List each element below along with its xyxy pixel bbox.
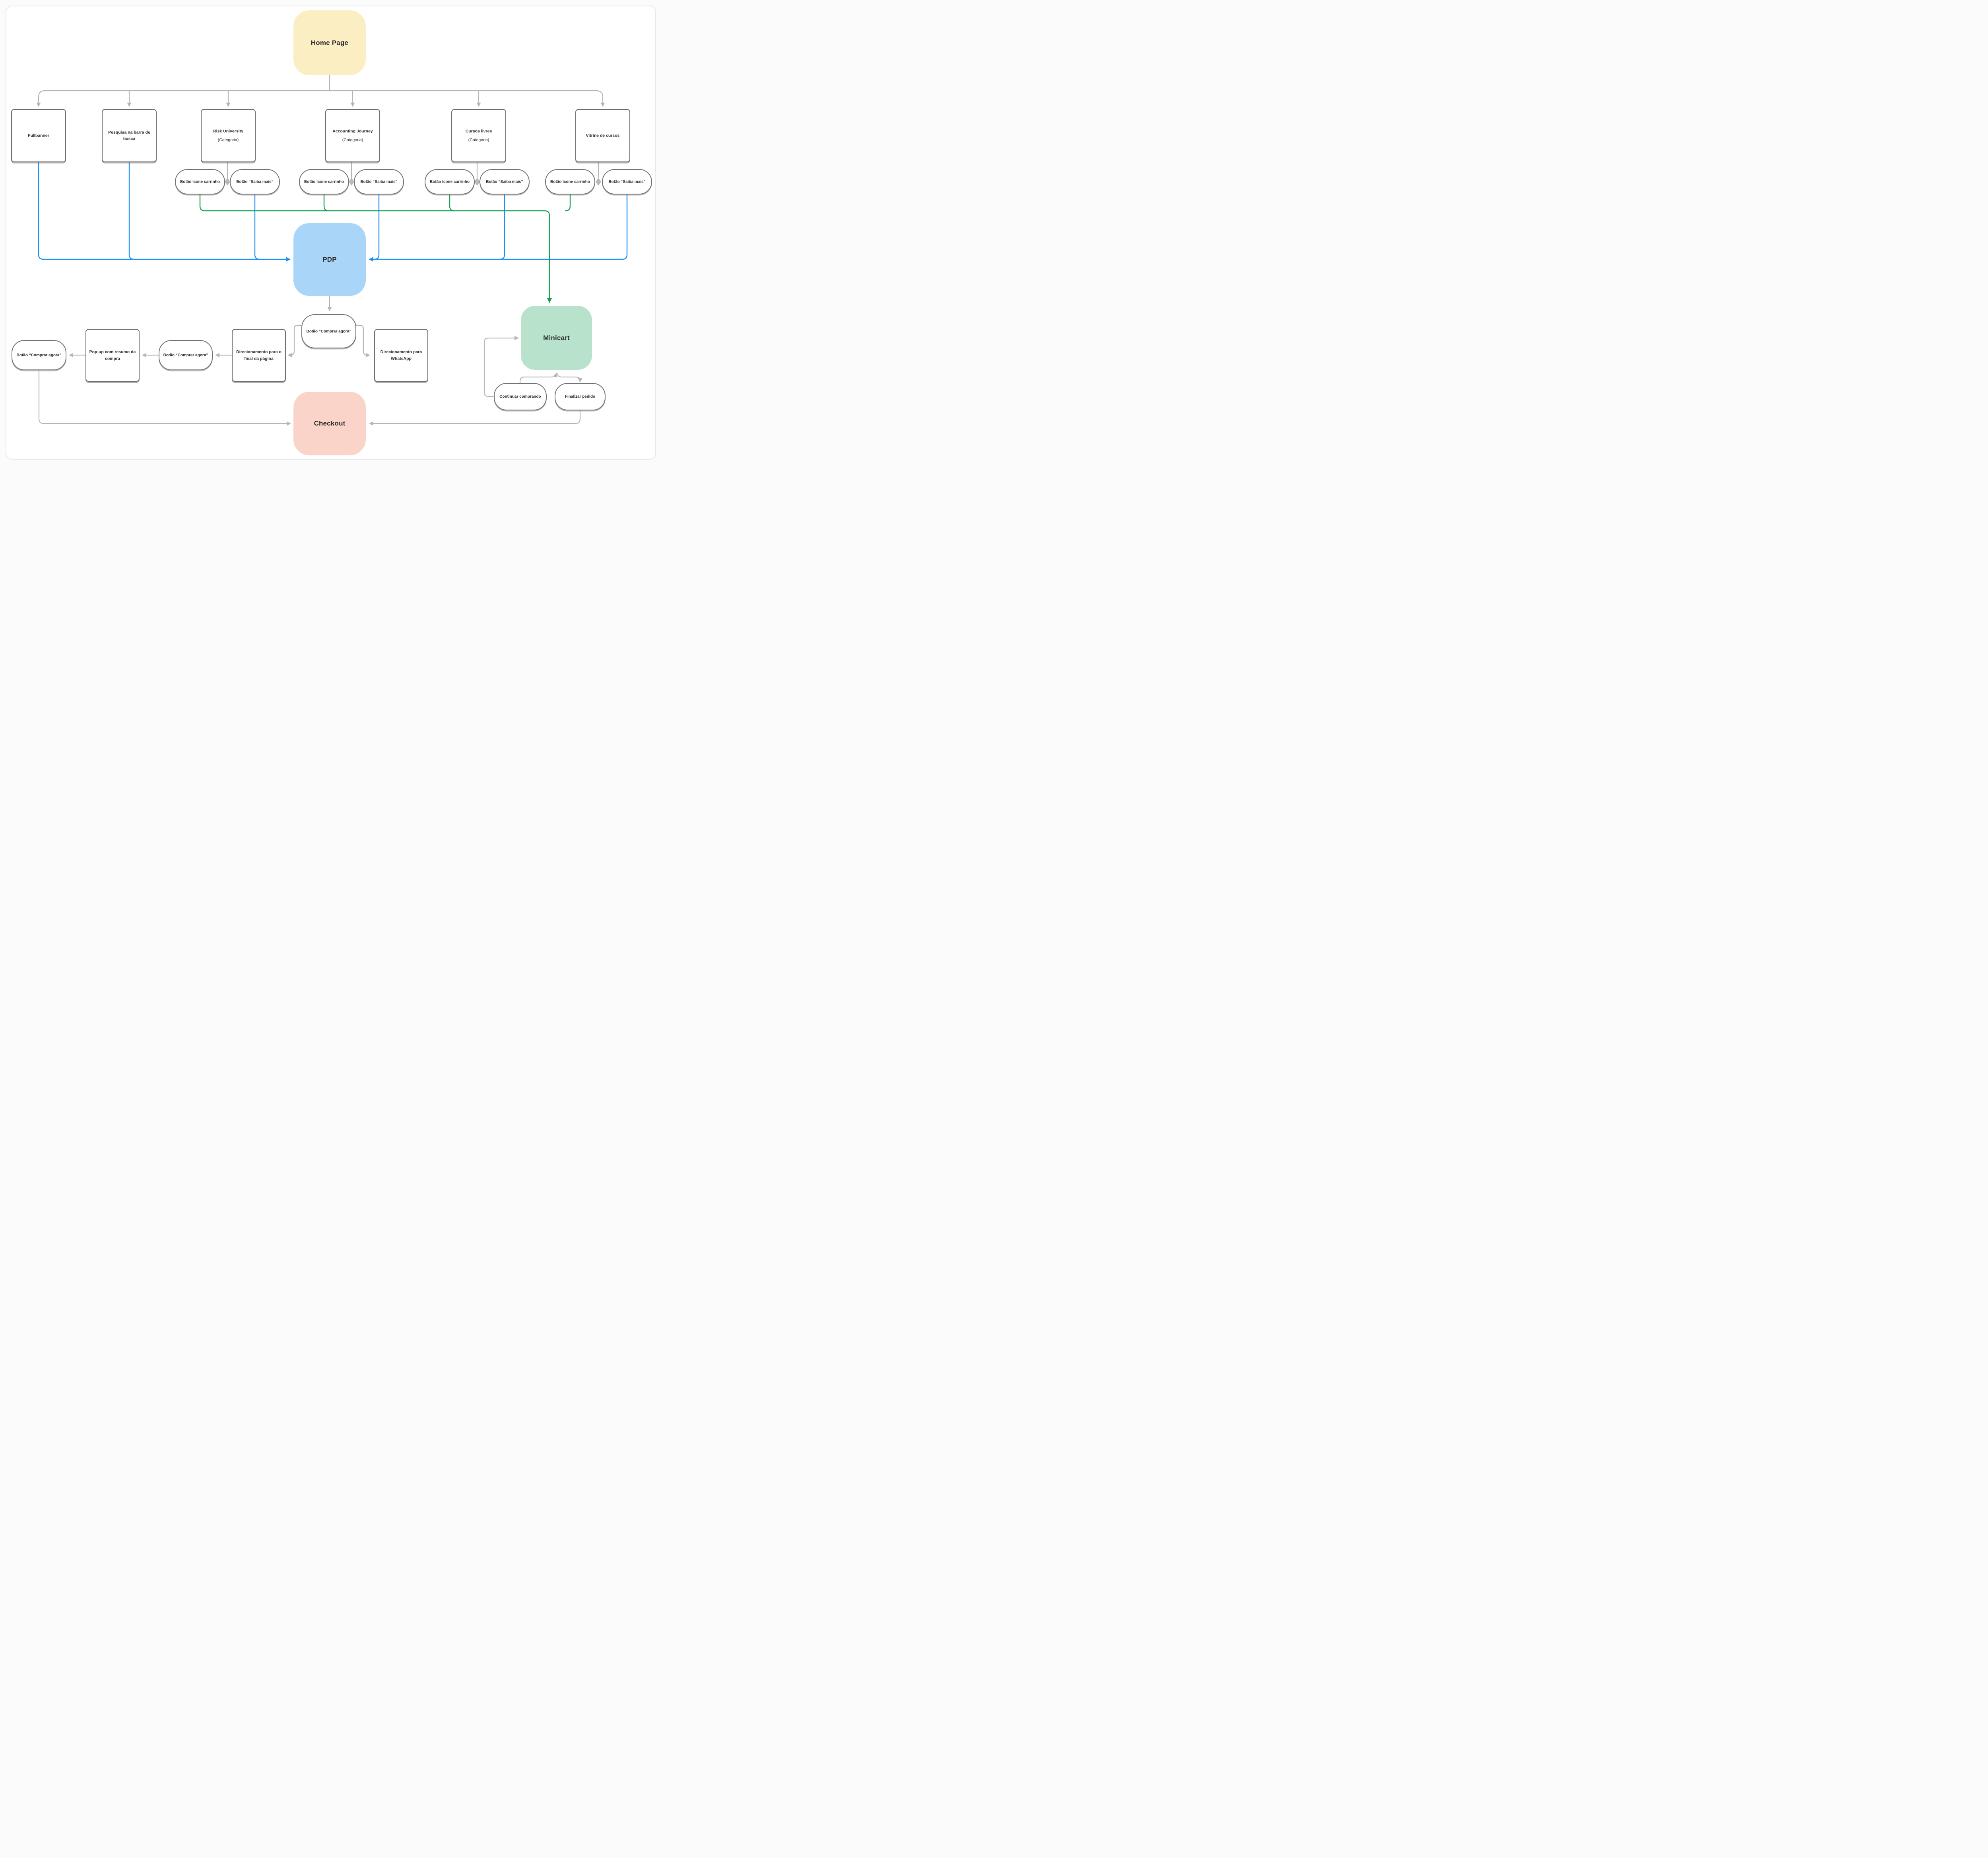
pill-carrinho-label: Botão ícone carrinho	[180, 179, 220, 184]
pill-botao-comprar-agora-meio[interactable]: Botão “Comprar agora”	[159, 340, 213, 370]
pill-botao-icone-carrinho-1[interactable]: Botão ícone carrinho	[175, 169, 225, 194]
pill-comprar-label: Botão “Comprar agora”	[306, 329, 351, 334]
node-whatsapp-label: Direcionamento para WhatsApp	[380, 350, 422, 361]
node-fullbanner[interactable]: Fullbanner	[11, 109, 66, 162]
pill-botao-saiba-mais-1[interactable]: Botão “Saiba mais”	[230, 169, 280, 194]
node-accounting-journey[interactable]: Accounting Journey (Categoria)	[325, 109, 380, 162]
pill-comprar-label: Botão “Comprar agora”	[16, 353, 62, 358]
node-accounting-subtitle: (Categoria)	[342, 137, 363, 142]
pill-botao-saiba-mais-4[interactable]: Botão “Saiba mais”	[602, 169, 652, 194]
node-cursos-title: Cursos livres	[465, 129, 492, 134]
pill-carrinho-label: Botão ícone carrinho	[429, 179, 470, 184]
node-pdp[interactable]: PDP	[293, 223, 366, 296]
pill-carrinho-label: Botão ícone carrinho	[304, 179, 344, 184]
node-risk-university[interactable]: Risk University (Categoria)	[201, 109, 256, 162]
node-pesquisa-label: Pesquisa na barra de busca	[108, 130, 150, 141]
pill-continuar-label: Continuar comprando	[499, 395, 541, 399]
pill-finalizar-label: Finalizar pedido	[565, 395, 596, 399]
pill-saiba-label: Botão “Saiba mais”	[608, 179, 646, 184]
pill-saiba-label: Botão “Saiba mais”	[360, 179, 398, 184]
node-checkout-label: Checkout	[314, 420, 346, 427]
node-fullbanner-label: Fullbanner	[28, 133, 49, 138]
node-popup-label: Pop-up com resumo da compra	[89, 350, 136, 361]
pill-botao-icone-carrinho-4[interactable]: Botão ícone carrinho	[545, 169, 595, 194]
pill-carrinho-label: Botão ícone carrinho	[550, 179, 590, 184]
node-vitrine-label: Vitrine de cursos	[586, 133, 620, 138]
pill-botao-saiba-mais-3[interactable]: Botão “Saiba mais”	[480, 169, 530, 194]
pill-comprar-label: Botão “Comprar agora”	[163, 353, 208, 358]
node-vitrine-cursos[interactable]: Vitrine de cursos	[575, 109, 630, 162]
node-popup-resumo-compra[interactable]: Pop-up com resumo da compra	[85, 329, 140, 382]
pill-botao-comprar-agora-esquerda[interactable]: Botão “Comprar agora”	[12, 340, 66, 370]
node-pesquisa-barra-busca[interactable]: Pesquisa na barra de busca	[102, 109, 157, 162]
flow-diagram-canvas: Home Page PDP Minicart Checkout Fullbann…	[0, 0, 662, 464]
node-home-page[interactable]: Home Page	[293, 10, 366, 75]
node-final-pagina-label: Direcionamento para o final da página	[236, 350, 282, 361]
node-cursos-subtitle: (Categoria)	[468, 137, 489, 142]
node-direcionamento-whatsapp[interactable]: Direcionamento para WhatsApp	[374, 329, 428, 382]
pill-botao-comprar-agora-pdp[interactable]: Botão “Comprar agora”	[301, 314, 356, 348]
node-risk-title: Risk University	[213, 129, 243, 134]
pill-botao-icone-carrinho-3[interactable]: Botão ícone carrinho	[425, 169, 475, 194]
pill-finalizar-pedido[interactable]: Finalizar pedido	[555, 383, 606, 410]
node-risk-subtitle: (Categoria)	[217, 137, 239, 142]
node-direcionamento-final-pagina[interactable]: Direcionamento para o final da página	[232, 329, 286, 382]
pill-saiba-label: Botão “Saiba mais”	[236, 179, 274, 184]
pill-continuar-comprando[interactable]: Continuar comprando	[494, 383, 547, 410]
node-home-page-label: Home Page	[311, 39, 349, 47]
pill-botao-saiba-mais-2[interactable]: Botão “Saiba mais”	[354, 169, 404, 194]
pill-botao-icone-carrinho-2[interactable]: Botão ícone carrinho	[299, 169, 349, 194]
node-minicart[interactable]: Minicart	[521, 306, 592, 370]
pill-saiba-label: Botão “Saiba mais”	[486, 179, 523, 184]
node-pdp-label: PDP	[322, 255, 337, 263]
node-cursos-livres[interactable]: Cursos livres (Categoria)	[451, 109, 506, 162]
node-minicart-label: Minicart	[543, 334, 570, 342]
node-checkout[interactable]: Checkout	[293, 392, 366, 455]
node-accounting-title: Accounting Journey	[332, 129, 373, 134]
